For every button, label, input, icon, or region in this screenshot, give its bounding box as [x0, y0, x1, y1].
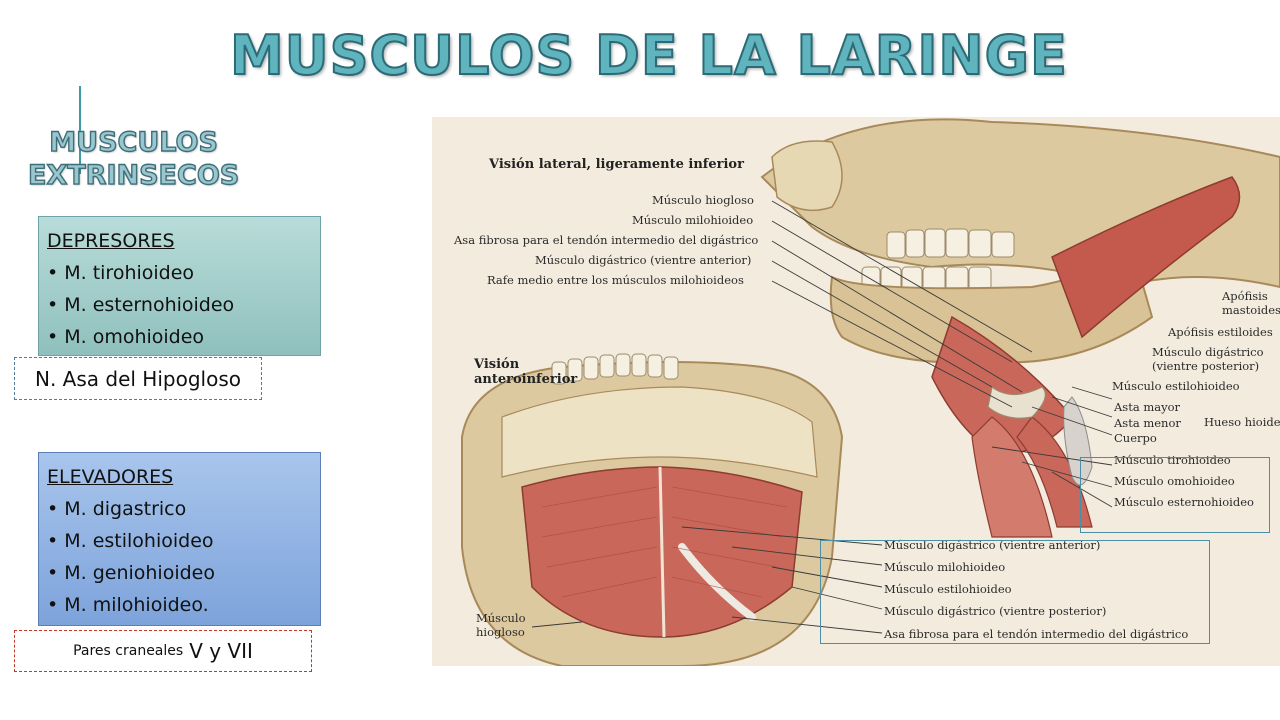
label-estilohioideo: Músculo estilohioideo — [1112, 379, 1240, 393]
elevadores-nerve-note: Pares craneales V y VII — [14, 630, 312, 672]
label-bottom-estilohioideo: Músculo estilohioideo — [884, 582, 1012, 596]
list-item: M. geniohioideo — [47, 557, 312, 589]
lateral-view-heading: Visión lateral, ligeramente inferior — [489, 157, 744, 172]
depresores-box: DEPRESORES M. tirohioideo M. esternohioi… — [38, 216, 321, 356]
elevadores-box: ELEVADORES M. digastrico M. estilohioide… — [38, 452, 321, 626]
label-hiogloso: Músculo hiogloso — [652, 193, 754, 207]
list-item: M. tirohioideo — [47, 257, 312, 289]
anteroinferior-heading-1: Visión — [474, 357, 520, 372]
accent-line — [79, 86, 81, 174]
label-asta-menor: Asta menor — [1114, 416, 1181, 430]
section-subtitle: MUSCULOS EXTRINSECOS — [27, 126, 240, 192]
depresores-list: M. tirohioideo M. esternohioideo M. omoh… — [47, 257, 312, 353]
anteroinferior-heading-2: anteroinferior — [474, 372, 578, 387]
label-cuerpo: Cuerpo — [1114, 431, 1157, 445]
anatomy-illustration: Visión lateral, ligeramente inferior Vis… — [432, 117, 1280, 666]
depresores-nerve-note: N. Asa del Hipogloso — [14, 357, 262, 400]
subtitle-line-2: EXTRINSECOS — [27, 159, 240, 191]
subtitle-line-1: MUSCULOS — [49, 126, 219, 158]
label-esternohioideo: Músculo esternohioideo — [1114, 495, 1254, 509]
label-bottom-digastrico-posterior: Músculo digástrico (vientre posterior) — [884, 604, 1107, 618]
depresores-heading: DEPRESORES — [47, 230, 175, 252]
list-item: M. digastrico — [47, 493, 312, 525]
label-apofisis-mastoides: Apófisis mastoides — [1222, 289, 1280, 317]
label-bottom-asa-fibrosa: Asa fibrosa para el tendón intermedio de… — [884, 627, 1189, 641]
list-item: M. estilohioideo — [47, 525, 312, 557]
label-bottom-digastrico-anterior: Músculo digástrico (vientre anterior) — [884, 538, 1101, 552]
label-digastrico-posterior: Músculo digástrico (vientre posterior) — [1152, 345, 1264, 373]
nerve-note-text: N. Asa del Hipogloso — [35, 366, 241, 391]
label-milohioideo: Músculo milohioideo — [632, 213, 754, 227]
label-digastrico-anterior: Músculo digástrico (vientre anterior) — [535, 253, 752, 267]
anatomy-drawing — [461, 118, 1280, 666]
label-asta-mayor: Asta mayor — [1114, 400, 1181, 414]
label-tirohioideo: Músculo tirohioideo — [1114, 453, 1231, 467]
label-bottom-hiogloso: Músculo hiogloso — [476, 611, 526, 639]
label-bottom-milohioideo: Músculo milohioideo — [884, 560, 1006, 574]
elevadores-heading: ELEVADORES — [47, 466, 174, 488]
list-item: M. esternohioideo — [47, 289, 312, 321]
slide-title: MUSCULOS DE LA LARINGE — [229, 23, 1068, 88]
highlight-suprahyoid-labels — [820, 540, 1210, 644]
label-omohioideo: Músculo omohioideo — [1114, 474, 1235, 488]
highlight-infrahyoid-labels — [1080, 457, 1270, 533]
label-apofisis-estiloides: Apófisis estiloides — [1168, 325, 1273, 339]
label-hueso-hioides: Hueso hioides — [1204, 415, 1280, 429]
nerve-note-small: Pares craneales — [73, 643, 184, 659]
elevadores-list: M. digastrico M. estilohioideo M. genioh… — [47, 493, 312, 621]
label-rafe-medio: Rafe medio entre los músculos milohioide… — [487, 273, 744, 287]
list-item: M. milohioideo. — [47, 589, 312, 621]
label-asa-fibrosa: Asa fibrosa para el tendón intermedio de… — [454, 233, 759, 247]
nerve-note-big: V y VII — [189, 639, 253, 663]
list-item: M. omohioideo — [47, 321, 312, 353]
